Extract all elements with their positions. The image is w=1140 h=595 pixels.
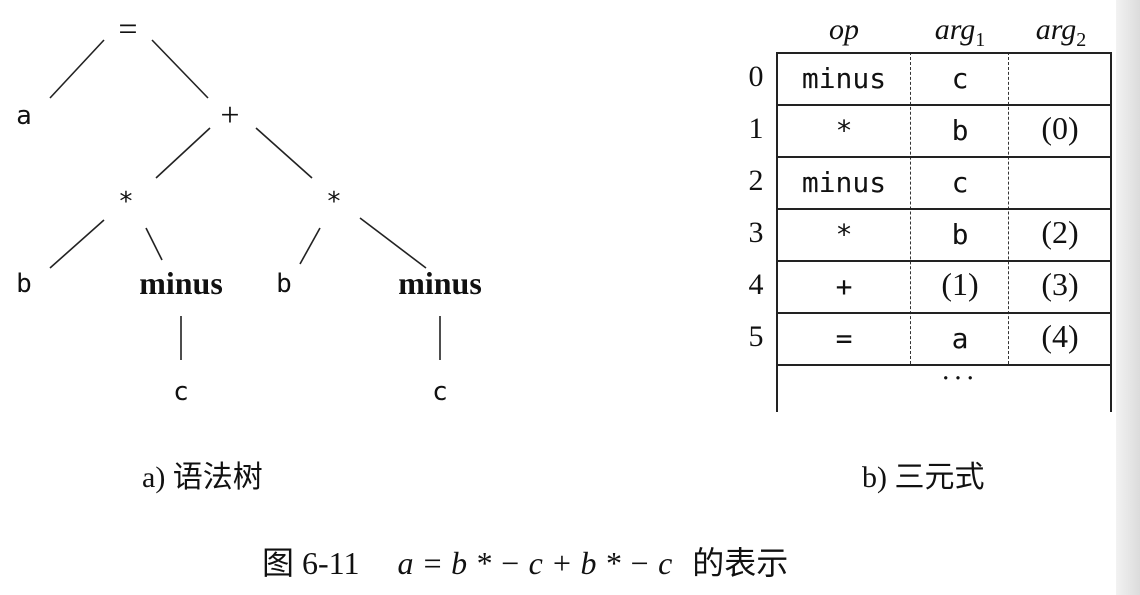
tree-node-minus-left: minus [139, 265, 223, 301]
row-index: 1 [748, 112, 764, 145]
row-index: 0 [748, 60, 764, 93]
cell-arg2: (4) [1041, 318, 1079, 354]
table-ellipsis: ··· [941, 364, 979, 394]
row-index: 2 [748, 164, 764, 197]
cell-op: minus [801, 62, 887, 95]
row-index: 4 [748, 268, 764, 301]
figure-caption: 图 6-11 a = b * − c + b * − c 的表示 [262, 538, 788, 584]
tree-edge [49, 219, 105, 269]
tree-node-eq: = [118, 11, 137, 48]
triples-caption: b) 三元式 [862, 461, 985, 494]
row-index: 5 [748, 320, 764, 353]
cell-arg1: (1) [941, 266, 979, 302]
cell-op: + [835, 270, 853, 303]
cell-op: * [835, 218, 853, 251]
tree-node-minus-right: minus [398, 265, 482, 301]
page-edge-shadow [1116, 0, 1140, 595]
tree-node-a: a [16, 101, 32, 131]
cell-op: * [835, 114, 853, 147]
tree-edge [145, 227, 163, 261]
tree-caption: a) 语法树 [142, 461, 263, 494]
tree-edge [49, 39, 105, 99]
tree-edge [255, 127, 313, 179]
tree-node-star-right: * [326, 187, 342, 217]
cell-arg1: c [951, 166, 969, 199]
tree-edge [151, 39, 209, 99]
syntax-tree: = a + * * b minus b minus c c [16, 11, 482, 407]
header-arg1: arg1 [934, 13, 986, 51]
figure-caption-suffix: 的表示 [692, 545, 789, 581]
tree-node-b-left: b [16, 269, 32, 299]
cell-arg2: (3) [1041, 266, 1079, 302]
cell-arg2: (2) [1041, 214, 1079, 250]
cell-arg1: b [951, 218, 969, 251]
cell-op: = [835, 322, 853, 355]
row-index: 3 [748, 216, 764, 249]
cell-op: minus [801, 166, 887, 199]
tree-node-star-left: * [118, 187, 134, 217]
tree-node-plus: + [220, 97, 239, 134]
tree-edge [299, 227, 321, 265]
cell-arg1: b [951, 114, 969, 147]
tree-node-b-right: b [276, 269, 292, 299]
cell-arg1: a [951, 322, 969, 355]
cell-arg2: (0) [1041, 110, 1079, 146]
tree-edge [155, 127, 211, 179]
tree-edge [359, 217, 427, 269]
cell-arg1: c [951, 62, 969, 95]
header-arg2: arg2 [1035, 13, 1087, 51]
header-op: op [829, 13, 859, 46]
figure-number: 图 6-11 [262, 545, 360, 581]
figure-formula: a = b * − c + b * − c [397, 545, 673, 581]
tree-node-c-left: c [173, 377, 189, 407]
tree-node-c-right: c [432, 377, 448, 407]
